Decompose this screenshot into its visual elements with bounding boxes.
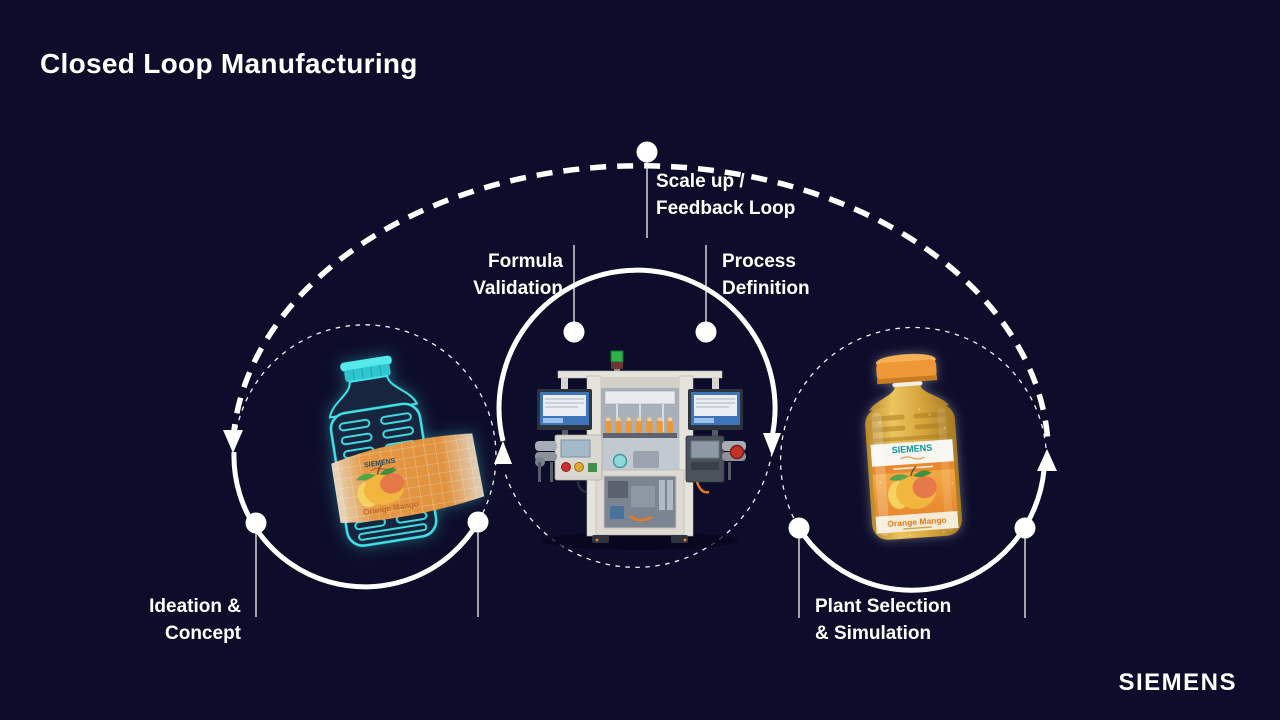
conveyor-left [535,441,557,482]
product-bottle-illustration: SIEMENS Orange Mango [865,353,962,540]
stage-node [636,141,658,163]
stage-node [695,321,717,343]
stage-node [245,512,267,534]
stage-node [563,321,585,343]
stage-node [467,511,489,533]
stage-nodes [245,141,1036,539]
arrow-up-icon [1037,449,1057,471]
product-label: SIEMENS Orange Mango [870,439,959,534]
stage-label-line: & Simulation [815,623,932,644]
condensation-speckles [875,408,954,537]
stage-label-line: Feedback Loop [656,198,796,219]
page-title: Closed Loop Manufacturing [40,48,418,79]
stage-label-line: Formula [488,251,563,272]
control-panel-left [554,434,603,493]
hmi-screen-left [537,389,592,436]
stage-label-ideation-concept: Ideation & Concept [91,593,241,647]
process-circle-solid [496,267,778,442]
plant-circle-solid [796,469,1047,593]
stage-label-line: Validation [473,278,563,299]
feedback-loop-arc [230,163,1051,444]
label-brand-text: SIEMENS [364,458,397,470]
arrow-up-icon [494,441,512,464]
bottle-cap [875,353,938,385]
label-brand-text: SIEMENS [891,443,932,456]
stack-light-icon [610,350,624,373]
stage-label-line: Definition [722,278,810,299]
filling-machine-illustration [535,350,746,550]
stage-label-plant-selection-simulation: Plant Selection & Simulation [815,593,951,647]
concept-bottle-illustration: SIEMENS Orange Mango [328,355,485,547]
red-knob-icon [729,444,745,460]
stage-label-line: Process [722,251,796,272]
concept-label: SIEMENS Orange Mango [331,433,485,524]
tagline-script [900,456,925,460]
hmi-screen-right [688,389,743,436]
siemens-logo: SIEMENS [1118,669,1237,696]
control-panel-right [685,435,725,494]
stage-label-line: Plant Selection [815,596,952,617]
stage-label-scale-up-feedback-loop: Scale up / Feedback Loop [656,168,795,222]
label-connectors [255,162,1026,618]
arrow-down-icon [763,433,781,456]
stage-label-process-definition: Process Definition [722,248,810,302]
bottle-cap [340,355,392,383]
process-circle-dashed [503,451,773,568]
ideation-circle-solid [231,451,481,590]
conveyor-right [722,441,746,480]
ideation-circle-dashed [233,324,497,523]
mini-bottle-row [605,417,674,433]
arrow-down-icon [223,430,243,453]
stage-label-line: Scale up / [656,171,745,192]
stage-label-formula-validation: Formula Validation [413,248,563,302]
stage-node [788,517,810,539]
stage-node [1014,517,1036,539]
label-flavor-text: Orange Mango [887,515,947,529]
emergency-button-icon [561,462,571,472]
stage-label-line: Ideation & [149,596,241,617]
plant-circle-dashed [780,326,1047,529]
stage-label-line: Concept [165,623,241,644]
